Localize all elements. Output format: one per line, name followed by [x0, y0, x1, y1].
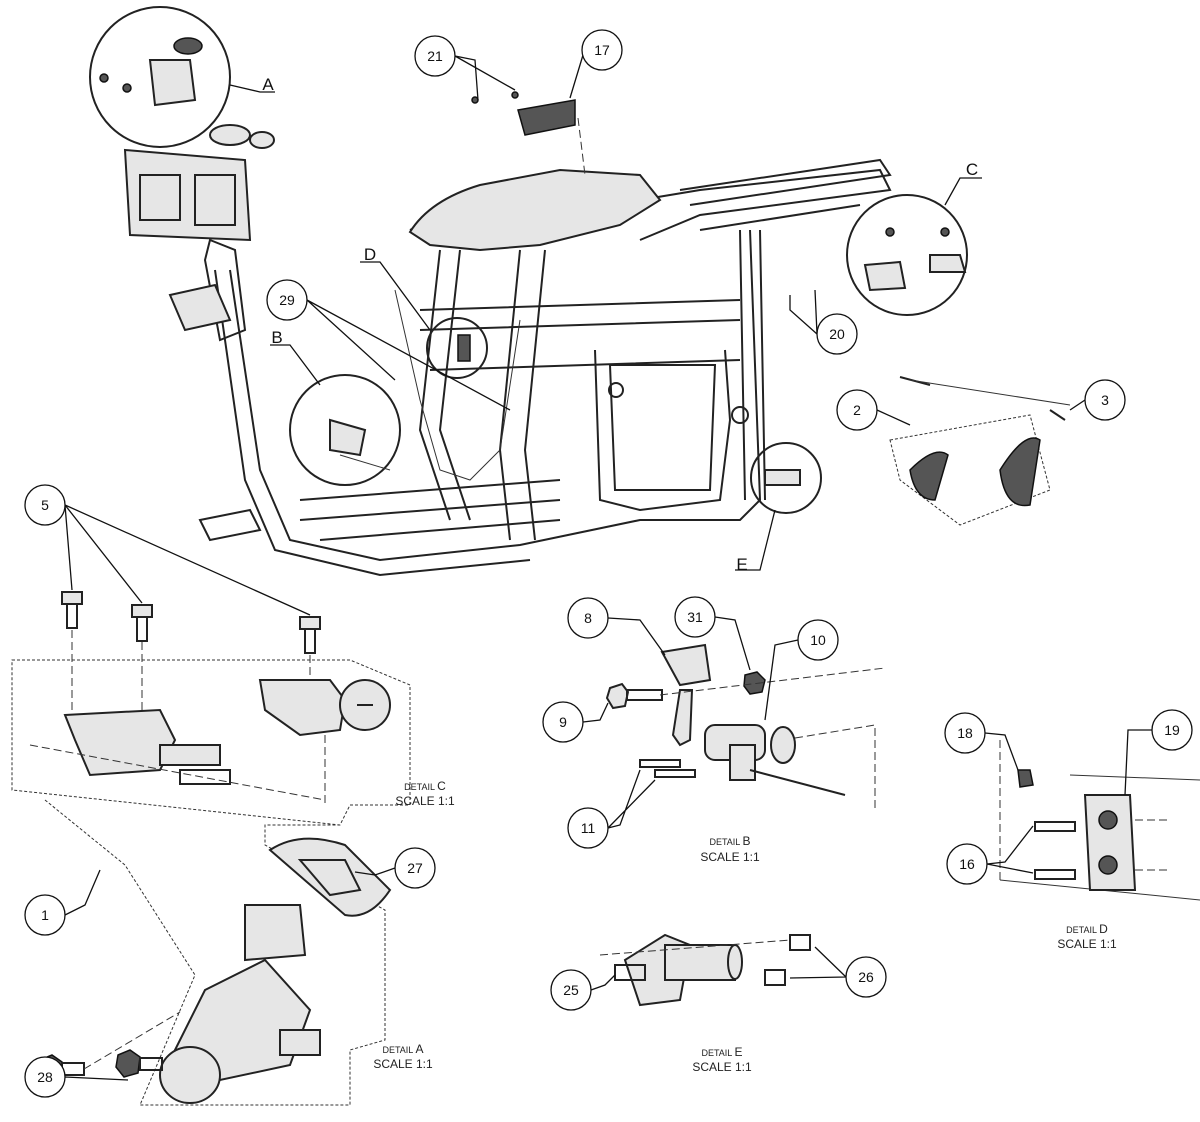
svg-text:5: 5 — [41, 497, 49, 513]
part-5-bolts — [61, 591, 321, 654]
svg-text:SCALE 1:1: SCALE 1:1 — [692, 1060, 752, 1074]
svg-text:28: 28 — [37, 1069, 53, 1085]
callout-19: 19 — [1151, 709, 1193, 751]
svg-text:25: 25 — [563, 982, 579, 998]
detail-e-view — [599, 933, 811, 1007]
callout-17: 17 — [581, 29, 623, 71]
detail-label-b: DETAIL B SCALE 1:1 — [700, 834, 760, 864]
callout-21: 21 — [414, 35, 456, 77]
detail-circle-c — [846, 194, 968, 316]
svg-text:11: 11 — [581, 820, 596, 836]
callout-2: 2 — [836, 389, 878, 431]
detail-letter-d: D — [364, 245, 376, 264]
svg-text:3: 3 — [1101, 392, 1109, 408]
svg-text:20: 20 — [829, 326, 845, 342]
callout-28: 28 — [24, 1056, 66, 1098]
detail-a-view — [37, 799, 392, 1106]
svg-text:SCALE 1:1: SCALE 1:1 — [1057, 937, 1117, 951]
callout-25: 25 — [550, 969, 592, 1011]
svg-text:SCALE 1:1: SCALE 1:1 — [395, 794, 455, 808]
detail-d-view — [999, 740, 1200, 901]
svg-text:SCALE 1:1: SCALE 1:1 — [700, 850, 760, 864]
detail-label-c: DETAIL C SCALE 1:1 — [395, 779, 455, 808]
svg-text:16: 16 — [959, 856, 975, 872]
callout-9: 9 — [542, 701, 584, 743]
callout-16: 16 — [946, 843, 988, 885]
steering-plate — [123, 124, 275, 342]
svg-text:26: 26 — [858, 969, 874, 985]
part-2-footpegs — [889, 376, 1071, 526]
detail-circle-b — [289, 374, 401, 486]
callout-10: 10 — [797, 619, 839, 661]
svg-text:29: 29 — [279, 292, 295, 308]
leader-lines — [49, 54, 1152, 1086]
detail-letter-a: A — [262, 75, 274, 94]
detail-label-e: DETAIL E SCALE 1:1 — [692, 1045, 752, 1074]
svg-text:27: 27 — [407, 860, 423, 876]
callout-26: 26 — [845, 956, 887, 998]
main-frame — [198, 158, 892, 577]
detail-c-view — [11, 591, 411, 826]
callout-5: 5 — [24, 484, 66, 526]
callout-1: 1 — [24, 894, 66, 936]
detail-label-a: DETAIL A SCALE 1:1 — [373, 1042, 433, 1071]
detail-circle-d — [426, 317, 488, 379]
svg-text:31: 31 — [687, 609, 703, 625]
svg-text:10: 10 — [810, 632, 826, 648]
callout-3: 3 — [1084, 379, 1126, 421]
detail-b-view — [605, 643, 886, 810]
svg-text:DETAIL C: DETAIL C — [404, 779, 446, 793]
svg-text:21: 21 — [427, 48, 443, 64]
svg-text:DETAIL B: DETAIL B — [709, 834, 750, 848]
svg-text:SCALE 1:1: SCALE 1:1 — [373, 1057, 433, 1071]
callout-29: 29 — [266, 279, 308, 321]
svg-text:DETAIL E: DETAIL E — [701, 1045, 742, 1059]
svg-text:2: 2 — [853, 402, 861, 418]
svg-text:8: 8 — [584, 610, 592, 626]
part-17-latch — [471, 91, 586, 176]
detail-letter-c: C — [966, 160, 978, 179]
svg-text:17: 17 — [594, 42, 610, 58]
callout-11: 11 — [567, 807, 609, 849]
detail-letter-b: B — [271, 328, 282, 347]
callout-31: 31 — [674, 596, 716, 638]
svg-text:18: 18 — [957, 725, 973, 741]
svg-text:DETAIL D: DETAIL D — [1066, 922, 1108, 936]
callout-18: 18 — [944, 712, 986, 754]
callout-20: 20 — [816, 313, 858, 355]
svg-text:9: 9 — [559, 714, 567, 730]
detail-label-d: DETAIL D SCALE 1:1 — [1057, 922, 1117, 951]
svg-text:DETAIL A: DETAIL A — [382, 1042, 423, 1056]
callout-27: 27 — [394, 847, 436, 889]
detail-letter-e: E — [736, 555, 747, 574]
detail-circle-a — [89, 6, 231, 148]
detail-circle-e — [750, 442, 822, 514]
callout-8: 8 — [567, 597, 609, 639]
svg-text:1: 1 — [41, 907, 49, 923]
svg-text:19: 19 — [1164, 722, 1180, 738]
